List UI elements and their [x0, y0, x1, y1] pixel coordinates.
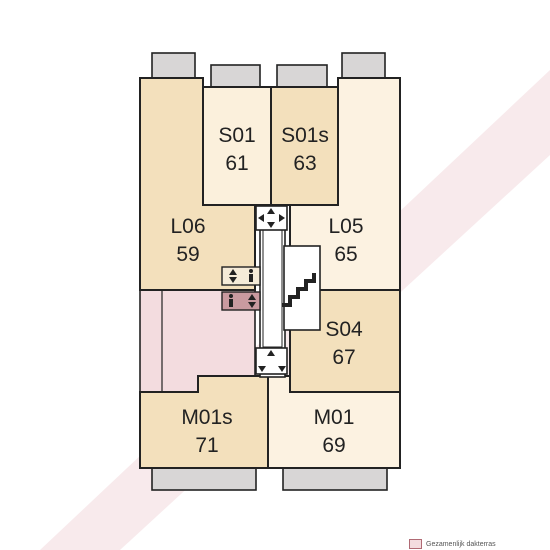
label-s01-area: 61 — [225, 152, 248, 175]
label-l06-id: L06 — [170, 215, 205, 238]
balcony-top-1 — [151, 52, 196, 79]
elevator-icon — [255, 205, 288, 231]
label-s04-id: S04 — [325, 318, 363, 341]
label-s01-id: S01 — [218, 124, 255, 147]
balcony-top-2 — [210, 64, 261, 88]
label-l06-area: 59 — [176, 243, 199, 266]
balcony-bottom-1 — [151, 467, 257, 491]
label-m01s-id: M01s — [181, 406, 232, 429]
legend-swatch — [409, 539, 422, 549]
label-l05-id: L05 — [328, 215, 363, 238]
unit-m01[interactable] — [267, 375, 401, 469]
balcony-top-4 — [341, 52, 386, 79]
balcony-bottom-2 — [282, 467, 388, 491]
toilet-icon — [221, 266, 261, 311]
balcony-top-3 — [276, 64, 328, 88]
legend: Gezamenlijk dakterras — [409, 539, 496, 549]
label-s04-area: 67 — [332, 346, 355, 369]
label-s01s-id: S01s — [281, 124, 329, 147]
label-m01-area: 69 — [322, 434, 345, 457]
label-l05-area: 65 — [334, 243, 357, 266]
label-s01s-area: 63 — [293, 152, 316, 175]
legend-label: Gezamenlijk dakterras — [426, 540, 496, 548]
unit-labels: S01 61 S01s 63 L06 59 L05 65 S04 67 M01s… — [170, 124, 363, 457]
stairs-icon — [282, 245, 321, 331]
label-m01-id: M01 — [314, 406, 355, 429]
elevator-bottom-icon — [255, 347, 288, 375]
label-m01s-area: 71 — [195, 434, 218, 457]
